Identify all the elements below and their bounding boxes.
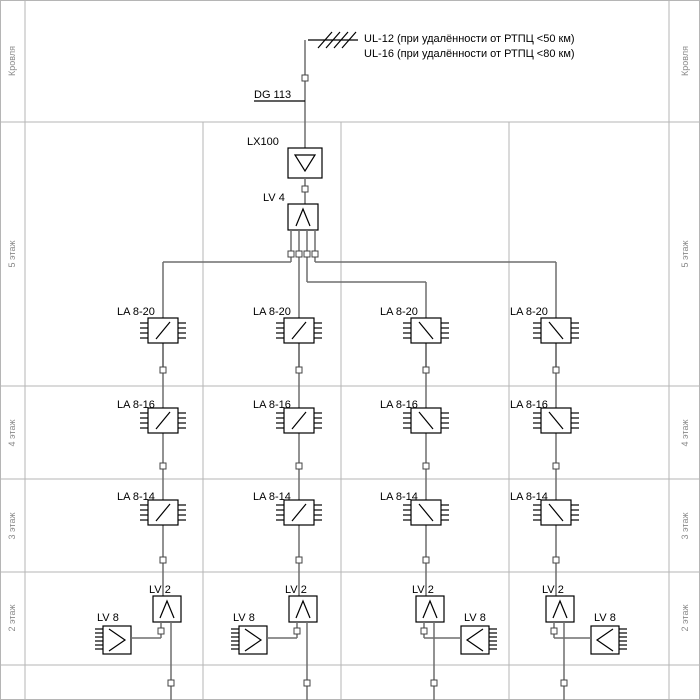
connector [430, 679, 438, 687]
connector [422, 462, 430, 470]
amplifier-la-8-20-label: LA 8-20 [510, 306, 548, 318]
amplifier-la-8-16-icon [276, 407, 322, 434]
tap-lv8-label: LV 8 [97, 612, 119, 624]
cable-label: DG 113 [254, 89, 291, 101]
floor-label-roof-left: Кровля [7, 46, 17, 76]
amplifier-la-8-20-label: LA 8-20 [253, 306, 291, 318]
connector [420, 627, 428, 635]
connector [422, 366, 430, 374]
splitter-lv2-label: LV 2 [149, 584, 171, 596]
amplifier-la-8-20-icon [140, 317, 186, 344]
amplifier-la-8-16-label: LA 8-16 [510, 399, 548, 411]
tap-lv8-label: LV 8 [464, 612, 486, 624]
connector [422, 556, 430, 564]
floor-label-2-right: 2 этаж [680, 605, 690, 632]
amplifier-la-8-16-icon [533, 407, 579, 434]
amplifier-la-8-16-icon [140, 407, 186, 434]
connector [303, 250, 311, 258]
splitter-2way-icon [288, 595, 318, 623]
floor-label-5-left: 5 этаж [7, 241, 17, 268]
floor-label-5-right: 5 этаж [680, 241, 690, 268]
amplifier-la-8-16-icon [403, 407, 449, 434]
amplifier-la-8-14-icon [140, 499, 186, 526]
amplifier-la-8-20-label: LA 8-20 [117, 306, 155, 318]
tap-lv8-icon [231, 625, 268, 655]
connector [295, 366, 303, 374]
splitter-label: LV 4 [263, 192, 285, 204]
antenna-icon [304, 31, 358, 148]
amplifier-la-8-14-label: LA 8-14 [253, 491, 291, 503]
connector [552, 556, 560, 564]
amplifier-la-8-14-label: LA 8-14 [380, 491, 418, 503]
floor-label-4-left: 4 этаж [7, 420, 17, 447]
connector [301, 185, 309, 193]
splitter-lv2-label: LV 2 [542, 584, 564, 596]
connector [552, 366, 560, 374]
connector [293, 627, 301, 635]
floor-label-3-left: 3 этаж [7, 513, 17, 540]
connector [295, 556, 303, 564]
tap-lv8-label: LV 8 [233, 612, 255, 624]
connector [287, 250, 295, 258]
tap-lv8-icon [590, 625, 627, 655]
tap-lv8-icon [460, 625, 497, 655]
splitter-lv2-label: LV 2 [285, 584, 307, 596]
connector [311, 250, 319, 258]
amplifier-label: LX100 [247, 136, 279, 148]
connector [167, 679, 175, 687]
tap-lv8-label: LV 8 [594, 612, 616, 624]
amplifier-la-8-20-icon [403, 317, 449, 344]
amplifier-la-8-16-label: LA 8-16 [117, 399, 155, 411]
connector [159, 462, 167, 470]
floor-label-3-right: 3 этаж [680, 513, 690, 540]
splitter-4way-icon [287, 203, 319, 231]
splitter-2way-icon [152, 595, 182, 623]
connector [295, 250, 303, 258]
connector [295, 462, 303, 470]
amplifier-la-8-16-label: LA 8-16 [253, 399, 291, 411]
amplifier-la-8-14-icon [403, 499, 449, 526]
floor-labels: Кровля Кровля 5 этаж 5 этаж 4 этаж 4 эта… [7, 46, 690, 632]
riser-column: LA 8-20 LA 8-16 LA 8-14 LV 2 LV 8 [95, 306, 186, 700]
connector [159, 366, 167, 374]
connector [301, 74, 309, 82]
amplifier-la-8-20-icon [533, 317, 579, 344]
connector [552, 462, 560, 470]
floor-label-2-left: 2 этаж [7, 605, 17, 632]
connector [157, 627, 165, 635]
connector [550, 627, 558, 635]
connector [159, 556, 167, 564]
floor-label-roof-right: Кровля [680, 46, 690, 76]
connector [303, 679, 311, 687]
tap-lv8-icon [95, 625, 132, 655]
amplifier-la-8-14-icon [276, 499, 322, 526]
splitter-2way-icon [415, 595, 445, 623]
amplifier-la-8-14-icon [533, 499, 579, 526]
splitter-2way-icon [545, 595, 575, 623]
riser-column: LA 8-20 LA 8-16 LA 8-14 LV 2 LV 8 [510, 306, 627, 700]
antenna-label-ul12: UL-12 (при удалённости от РТПЦ <50 км) [364, 33, 575, 45]
splitter-lv2-label: LV 2 [412, 584, 434, 596]
amplifier-icon [287, 147, 323, 179]
amplifier-la-8-14-label: LA 8-14 [117, 491, 155, 503]
amplifier-la-8-14-label: LA 8-14 [510, 491, 548, 503]
connector [560, 679, 568, 687]
amplifier-la-8-16-label: LA 8-16 [380, 399, 418, 411]
antenna-label-ul16: UL-16 (при удалённости от РТПЦ <80 км) [364, 48, 575, 60]
floor-label-4-right: 4 этаж [680, 420, 690, 447]
riser-column: LA 8-20 LA 8-16 LA 8-14 LV 2 LV 8 [231, 306, 322, 700]
amplifier-la-8-20-label: LA 8-20 [380, 306, 418, 318]
amplifier-la-8-20-icon [276, 317, 322, 344]
riser-column: LA 8-20 LA 8-16 LA 8-14 LV 2 LV 8 [380, 306, 497, 700]
